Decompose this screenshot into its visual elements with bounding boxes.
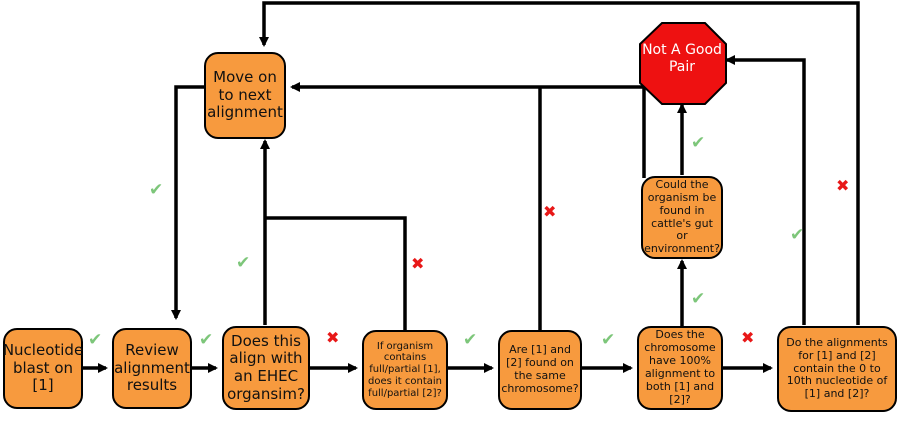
cross-mark-icon: ✖	[411, 254, 425, 273]
node-partial-question: If organism contains full/partial [1], d…	[362, 330, 448, 410]
node-same-chromosome: Are [1] and [2] found on the same chromo…	[498, 330, 582, 410]
node-nucleotide-blast-text: Nucleotide blast on [1]	[2, 340, 84, 395]
node-tenth-nucleotide: Do the alignments for [1] and [2] contai…	[777, 326, 897, 412]
check-mark-icon: ✔	[149, 180, 164, 200]
arrow-cattle-to-moveon	[290, 82, 646, 178]
check-mark-icon: ✔	[88, 330, 103, 350]
node-review-alignment: Review alignment results	[112, 328, 192, 409]
arrow-partial-to-moveon	[265, 216, 407, 330]
node-cattle-question-text: Could the organism be found in cattle's …	[644, 177, 720, 256]
node-tenth-nucleotide-text: Do the alignments for [1] and [2] contai…	[786, 335, 888, 401]
check-mark-icon: ✔	[691, 289, 706, 309]
arrow-moveon-to-review	[171, 85, 205, 320]
node-partial-question-text: If organism contains full/partial [1], d…	[367, 340, 442, 399]
cross-mark-icon: ✖	[741, 328, 755, 347]
node-cattle-question: Could the organism be found in cattle's …	[641, 176, 723, 259]
check-mark-icon: ✔	[790, 225, 805, 245]
arrow-tenth-to-stop	[725, 55, 806, 325]
stop-sign-label-text: Not A Good Pair	[642, 42, 722, 75]
node-hundred-percent: Does the chromosome have 100% alignment …	[637, 326, 723, 410]
stop-sign-label: Not A Good Pair	[640, 42, 724, 76]
node-ehec-question-text: Does this align with an EHEC organsim?	[227, 331, 305, 403]
check-mark-icon: ✔	[199, 330, 214, 350]
cross-mark-icon: ✖	[326, 328, 340, 347]
check-mark-icon: ✔	[691, 133, 706, 153]
cross-mark-icon: ✖	[543, 202, 557, 221]
cross-mark-icon: ✖	[836, 176, 850, 195]
node-same-chromosome-text: Are [1] and [2] found on the same chromo…	[501, 343, 579, 395]
node-ehec-question: Does this align with an EHEC organsim?	[222, 326, 310, 410]
node-move-on-text: Move on to next alignment	[207, 67, 283, 122]
check-mark-icon: ✔	[463, 330, 478, 350]
stop-sign-shape	[639, 22, 727, 105]
check-mark-icon: ✔	[601, 330, 616, 350]
node-nucleotide-blast: Nucleotide blast on [1]	[3, 328, 83, 409]
node-hundred-percent-text: Does the chromosome have 100% alignment …	[644, 328, 716, 406]
arrow-tenth-to-moveon	[259, 1, 860, 325]
node-review-alignment-text: Review alignment results	[114, 340, 190, 395]
check-mark-icon: ✔	[236, 253, 251, 273]
node-move-on: Move on to next alignment	[204, 52, 286, 139]
